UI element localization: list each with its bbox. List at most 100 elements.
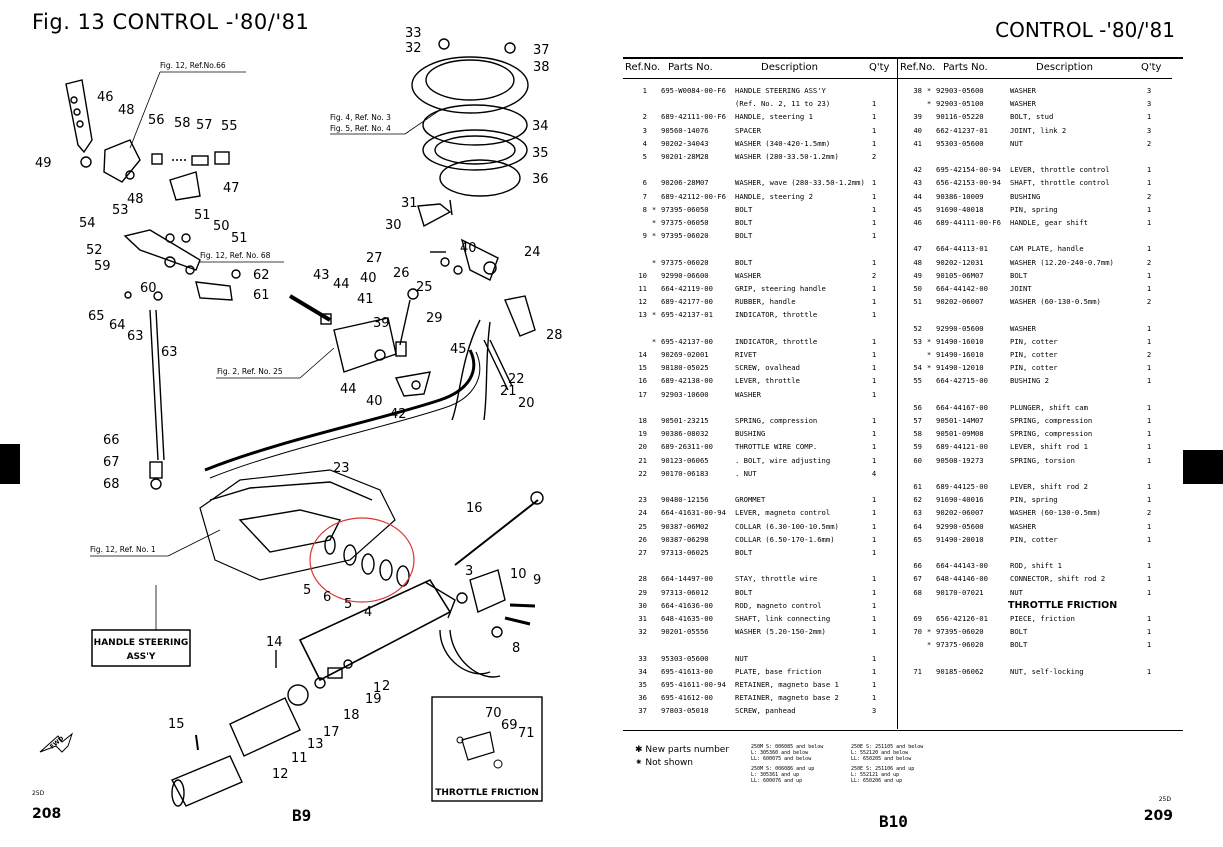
description-cell: BOLT [735, 548, 753, 557]
qty-cell: 1 [871, 112, 877, 122]
part-number-cell: 695-42137-01 [661, 310, 713, 320]
part-number-cell: 90501-23215 [661, 416, 709, 425]
qty-cell: 1 [1146, 640, 1152, 650]
description-cell: WASHER [1010, 521, 1036, 531]
callout-4: 4 [364, 605, 372, 620]
part-number-cell: 689-42177-00 [661, 297, 713, 307]
qty-cell: 1 [1146, 587, 1152, 597]
description-cell: WASHER [1010, 86, 1036, 95]
qty-cell: 1 [871, 666, 877, 676]
page-edge-tab-left [0, 444, 20, 484]
new-part-mark: * [651, 336, 657, 346]
qty-cell: 1 [1146, 627, 1152, 637]
description-cell: WASHER (60-130-0.5mm) [1010, 508, 1101, 518]
part-number-cell: 664-14497-00 [661, 574, 713, 584]
part-number-cell: 90501-14M07 [936, 416, 984, 425]
part-number-cell: 90116-05220 [936, 112, 984, 122]
highlight-circle [309, 517, 415, 603]
ref-cell: 24 [638, 508, 647, 518]
parts-table-left: Ref.No. Parts No. Description Q'ty 1 695-… [623, 57, 897, 729]
description-cell: PIN, cotter [1010, 534, 1058, 544]
qty-cell: 3 [1146, 99, 1152, 109]
callout-63b: 63 [161, 345, 178, 360]
fwd-arrow: FWD [39, 732, 74, 753]
part-number-cell: 90201-28M28 [661, 152, 709, 161]
description-cell: BOLT [735, 231, 753, 241]
footnote-a1: 250M S: 006085 and below [751, 744, 824, 750]
callout-26: 26 [393, 266, 410, 281]
qty-cell: 1 [871, 587, 877, 597]
description-cell: RETAINER, magneto base 1 [735, 680, 839, 689]
ref-cell: 63 [913, 508, 922, 518]
footnote-b1: 250M S: 006086 and up [751, 766, 815, 772]
ref-cell: 33 [638, 653, 647, 663]
ref-cell: 26 [638, 534, 647, 544]
ref-cell: 10 [638, 270, 647, 280]
qty-cell: 1 [1146, 402, 1152, 412]
part-number-cell: 97375-06050 [661, 218, 709, 227]
description-cell: BUSHING 2 [1010, 376, 1049, 386]
description-cell: NUT [1010, 138, 1023, 148]
qty-cell: 3 [1146, 125, 1152, 135]
part-number-cell: 92990-06600 [661, 270, 709, 280]
ref-cell: 60 [913, 455, 922, 465]
callout-71: 71 [518, 726, 535, 741]
description-cell: WASHER [735, 270, 761, 280]
ref-cell: 55 [913, 376, 922, 386]
part-number-cell: 92990-05600 [936, 521, 984, 531]
part-number-cell: 90387-06M02 [661, 521, 709, 531]
callout-27: 27 [366, 251, 383, 266]
qty-cell: 2 [1146, 257, 1152, 267]
qty-cell: 1 [1146, 455, 1152, 465]
part-number-cell: 90480-12156 [661, 495, 709, 505]
qty-cell: 1 [871, 336, 877, 346]
ref-cell: 4 [642, 138, 647, 148]
table-header-left: Ref.No. Parts No. Description Q'ty [623, 57, 897, 79]
ref-cell: 9 [642, 231, 647, 241]
description-cell: BOLT [735, 204, 753, 214]
part-number-cell: 689-44111-00-F6 [936, 218, 1001, 227]
ref-cell: 49 [913, 270, 922, 280]
handle-steering-assy-label: ASS'Y [127, 652, 156, 662]
callout-43: 43 [313, 268, 330, 283]
table-row [898, 546, 1172, 559]
throttle-friction-label: THROTTLE FRICTION [435, 788, 538, 798]
part-number-cell: 92990-05600 [936, 323, 984, 333]
callout-11: 11 [291, 751, 308, 766]
part-number-cell: 648-44146-00 [936, 574, 988, 584]
description-cell: JOINT, link 2 [1010, 125, 1067, 135]
description-cell: BOLT [735, 587, 753, 597]
part-number-cell: 97395-06020 [936, 627, 984, 637]
legend-new-parts: ✱ New parts number [635, 745, 729, 755]
ref-cell: 67 [913, 574, 922, 584]
new-part-mark: * [926, 336, 932, 346]
callout-33: 33 [405, 26, 422, 41]
description-cell: PIN, cotter [1010, 336, 1058, 346]
callout-39: 39 [373, 316, 390, 331]
footnote-b6: LL: 650206 and up [851, 778, 903, 784]
callout-31: 31 [401, 196, 418, 211]
qty-cell: 1 [1146, 165, 1152, 175]
qty-cell: 1 [871, 653, 877, 663]
exploded-parts-diagram: 1 2 3 4 5 5 6 8 9 10 11 12 13 14 15 16 1… [35, 26, 563, 807]
new-part-mark: * [651, 204, 657, 214]
qty-cell: 1 [871, 218, 877, 227]
qty-cell: 2 [1146, 508, 1152, 518]
callout-10: 10 [510, 567, 527, 582]
description-cell: RETAINER, magneto base 2 [735, 693, 839, 703]
callout-30: 30 [385, 218, 402, 233]
